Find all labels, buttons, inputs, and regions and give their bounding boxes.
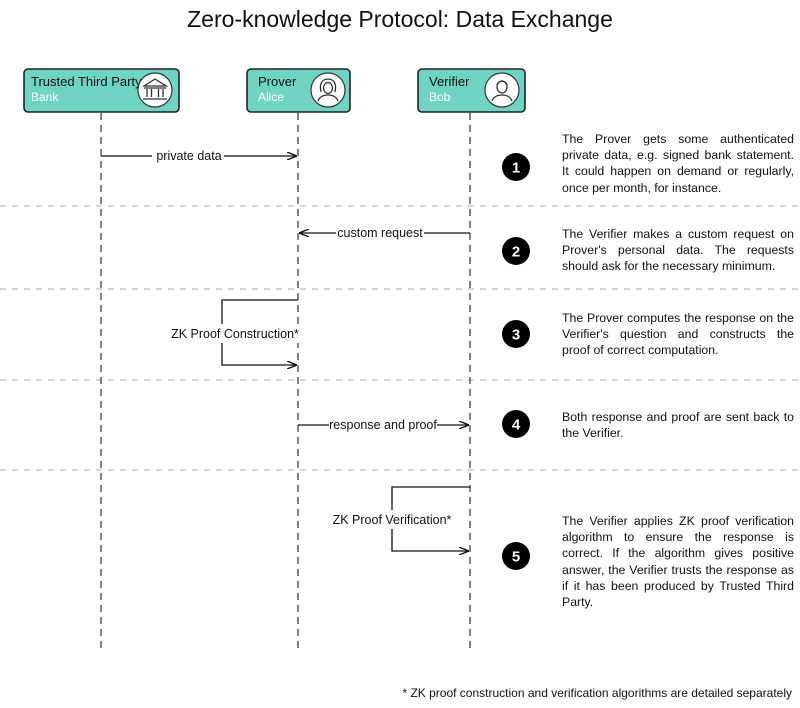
step-number: 5 bbox=[512, 549, 520, 566]
step-number: 4 bbox=[512, 417, 521, 434]
person-male-icon bbox=[484, 72, 520, 108]
actor-name: Trusted Third Party bbox=[31, 74, 142, 89]
actor-prover: Prover Alice bbox=[246, 68, 351, 113]
actor-name: Verifier bbox=[429, 74, 470, 89]
step-description-1: The Prover gets some authenticated priva… bbox=[562, 132, 794, 195]
person-female-icon bbox=[310, 72, 346, 108]
step-marker-3: 3 bbox=[502, 320, 530, 348]
step-description-3: The Prover computes the response on the … bbox=[562, 311, 794, 358]
step-description-2: The Verifier makes a custom request on P… bbox=[562, 227, 794, 274]
step-marker-4: 4 bbox=[502, 410, 530, 438]
footnote: * ZK proof construction and verification… bbox=[402, 686, 792, 700]
diagram-title: Zero-knowledge Protocol: Data Exchange bbox=[187, 6, 613, 32]
actor-subtitle: Bob bbox=[429, 90, 451, 104]
message-label: custom request bbox=[337, 226, 423, 240]
actor-subtitle: Alice bbox=[258, 90, 284, 104]
step-marker-2: 2 bbox=[502, 237, 530, 265]
actor-trusted-third-party: Trusted Third Party Bank bbox=[23, 68, 180, 113]
message-label: ZK Proof Verification* bbox=[333, 513, 452, 527]
bank-icon bbox=[137, 72, 173, 108]
step-description-4: Both response and proof are sent back to… bbox=[562, 410, 794, 441]
step-marker-1: 1 bbox=[502, 153, 530, 181]
actor-verifier: Verifier Bob bbox=[417, 68, 526, 113]
step-number: 1 bbox=[512, 160, 520, 177]
step-number: 3 bbox=[512, 327, 520, 344]
step-number: 2 bbox=[512, 244, 520, 261]
message-label: response and proof bbox=[329, 418, 437, 432]
actor-subtitle: Bank bbox=[31, 90, 59, 104]
message-label: private data bbox=[156, 149, 221, 163]
message-label: ZK Proof Construction* bbox=[171, 327, 299, 341]
step-marker-5: 5 bbox=[502, 542, 530, 570]
step-description-5: The Verifier applies ZK proof verificati… bbox=[562, 514, 794, 610]
actor-name: Prover bbox=[258, 74, 297, 89]
